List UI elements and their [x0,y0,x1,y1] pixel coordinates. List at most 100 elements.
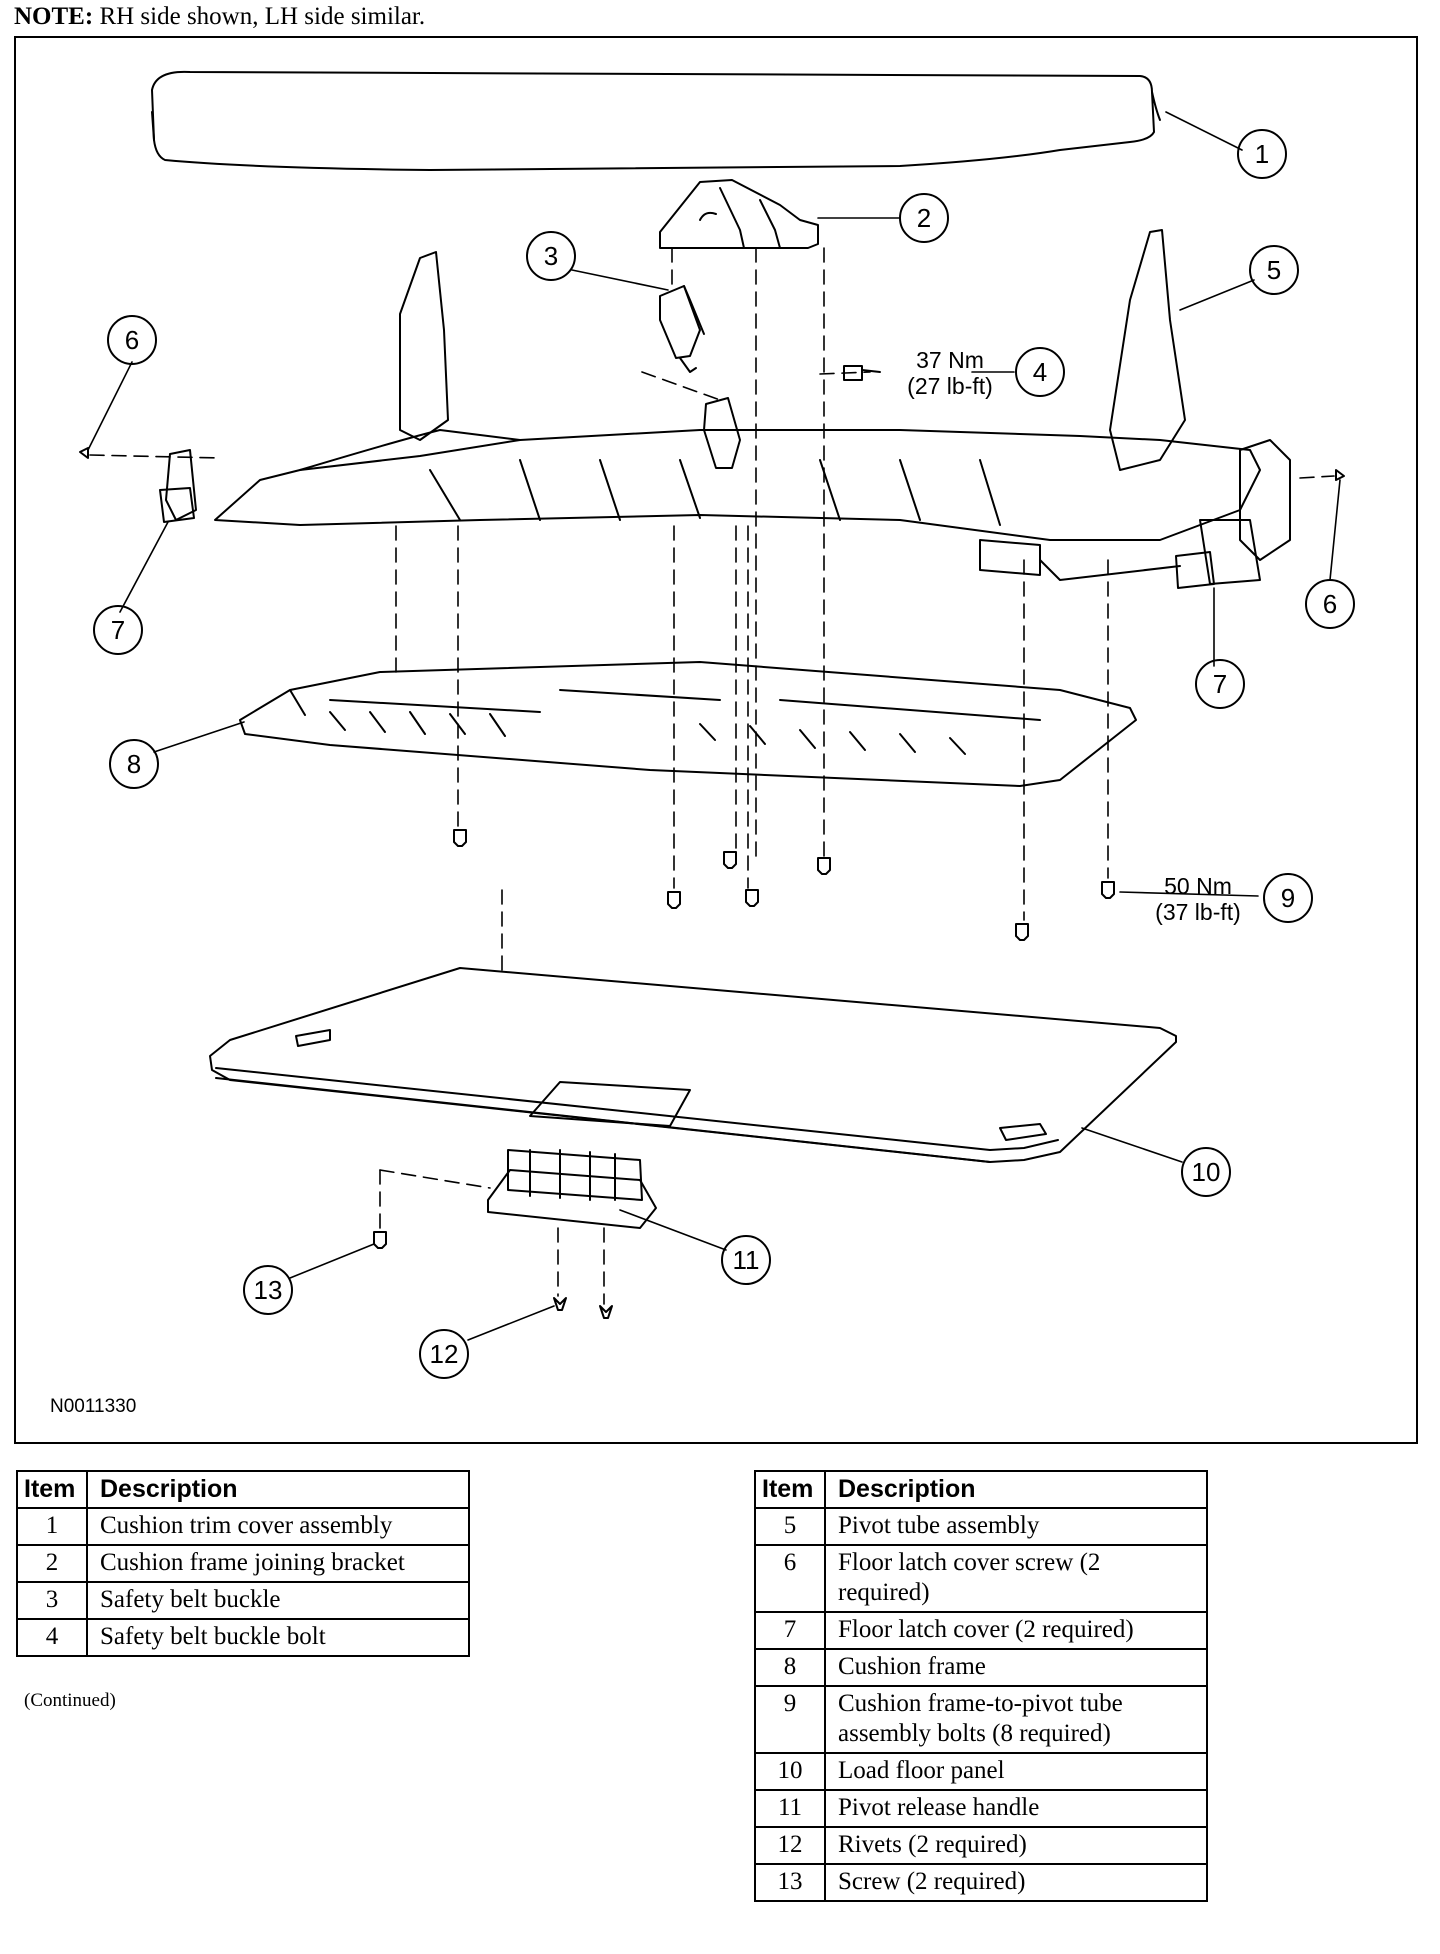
callout-8: 8 [127,749,141,779]
legend-item-description: Cushion frame joining bracket [86,1544,470,1583]
callout-7a-circle [93,605,143,655]
legend-item-number: 12 [754,1826,826,1865]
legend-item-description: Floor latch cover screw (2 required) [824,1544,1208,1613]
pivot-tube-assembly-drawing [165,229,1291,585]
legend-header-row: Item Description [754,1470,1208,1509]
legend-item-number: 3 [16,1581,88,1620]
callout-6a-circle [107,315,157,365]
legend-item-number: 9 [754,1685,826,1754]
callout-6b-circle [1305,579,1355,629]
callout-11: 11 [733,1245,760,1275]
note-label: NOTE: [14,3,94,30]
callout-9-circle [1263,873,1313,923]
legend-item-number: 5 [754,1507,826,1546]
cushion-frame-drawing [239,661,1137,787]
callout-7b-circle [1195,659,1245,709]
callout-12: 12 [430,1339,459,1369]
legend-item-number: 13 [754,1863,826,1902]
cushion-trim-cover-drawing [151,70,1161,171]
header-description: Description [86,1470,470,1509]
callout-3: 3 [544,241,558,271]
legend-item-description: Cushion frame-to-pivot tube assembly bol… [824,1685,1208,1754]
pivot-release-handle-drawing [487,1149,657,1229]
legend-item-description: Pivot tube assembly [824,1507,1208,1546]
callout-6a: 6 [125,325,139,355]
callout-10: 10 [1192,1157,1221,1187]
torque-4-lbft: (27 lb-ft) [907,373,993,399]
callout-2-circle [899,193,949,243]
legend-item-description: Floor latch cover (2 required) [824,1611,1208,1650]
callout-10-circle [1181,1147,1231,1197]
torque-9-lbft: (37 lb-ft) [1155,899,1241,925]
legend-item-number: 6 [754,1544,826,1613]
legend-item-number: 4 [16,1618,88,1657]
note-text: RH side shown, LH side similar. [93,3,426,30]
exploded-view-diagram: 1 2 3 4 5 6 6 7 7 8 9 10 11 12 13 37 Nm … [50,70,1355,1417]
callout-5: 5 [1267,255,1281,285]
callout-3-circle [526,231,576,281]
continued-note: (Continued) [24,1690,116,1711]
legend-item-description: Pivot release handle [824,1789,1208,1828]
callout-8-circle [109,739,159,789]
alignment-lines [89,247,1335,1305]
safety-belt-buckle-drawing [659,285,741,469]
figure-id: N0011330 [50,1396,136,1417]
load-floor-panel-drawing [209,967,1177,1163]
leader-lines [87,111,1341,1341]
legend-item-description: Cushion trim cover assembly [86,1507,470,1546]
callout-2: 2 [917,203,931,233]
header-item: Item [754,1470,826,1509]
callout-6b: 6 [1323,589,1337,619]
legend-item-number: 2 [16,1544,88,1583]
buckle-bolt-drawing [843,365,881,381]
legend-item-number: 8 [754,1648,826,1687]
legend-item-number: 7 [754,1611,826,1650]
rivets-and-screws-drawing [373,1231,613,1319]
header-item: Item [16,1470,88,1509]
diagram-frame [14,36,1418,1444]
callout-1-circle [1237,129,1287,179]
legend-item-description: Safety belt buckle [86,1581,470,1620]
latch-cover-and-screws-drawing [79,447,1345,589]
torque-4-nm: 37 Nm [916,347,984,373]
header-description: Description [824,1470,1208,1509]
callout-5-circle [1249,245,1299,295]
callout-4-circle [1015,347,1065,397]
legend-item-description: Rivets (2 required) [824,1826,1208,1865]
callout-13: 13 [254,1275,283,1305]
legend-item-description: Safety belt buckle bolt [86,1618,470,1657]
callout-7b: 7 [1213,669,1227,699]
torque-9-nm: 50 Nm [1164,873,1232,899]
callout-7a: 7 [111,615,125,645]
note-line: NOTE: RH side shown, LH side similar. [14,0,425,34]
callout-1: 1 [1255,139,1269,169]
legend-header-row: Item Description [16,1470,470,1509]
torque-labels: 37 Nm (27 lb-ft) 50 Nm (37 lb-ft) [907,347,1241,925]
legend-item-number: 10 [754,1752,826,1791]
legend-item-description: Load floor panel [824,1752,1208,1791]
callout-numbers: 1 2 3 4 5 6 6 7 7 8 9 10 11 12 13 [111,139,1337,1369]
legend-item-number: 11 [754,1789,826,1828]
callout-13-circle [243,1265,293,1315]
callout-11-circle [721,1235,771,1285]
legend-item-description: Screw (2 required) [824,1863,1208,1902]
callout-9: 9 [1281,883,1295,913]
joining-bracket-drawing [659,179,819,249]
cushion-frame-bolts-drawing [453,829,1115,941]
legend-item-description: Cushion frame [824,1648,1208,1687]
callout-4: 4 [1033,357,1047,387]
